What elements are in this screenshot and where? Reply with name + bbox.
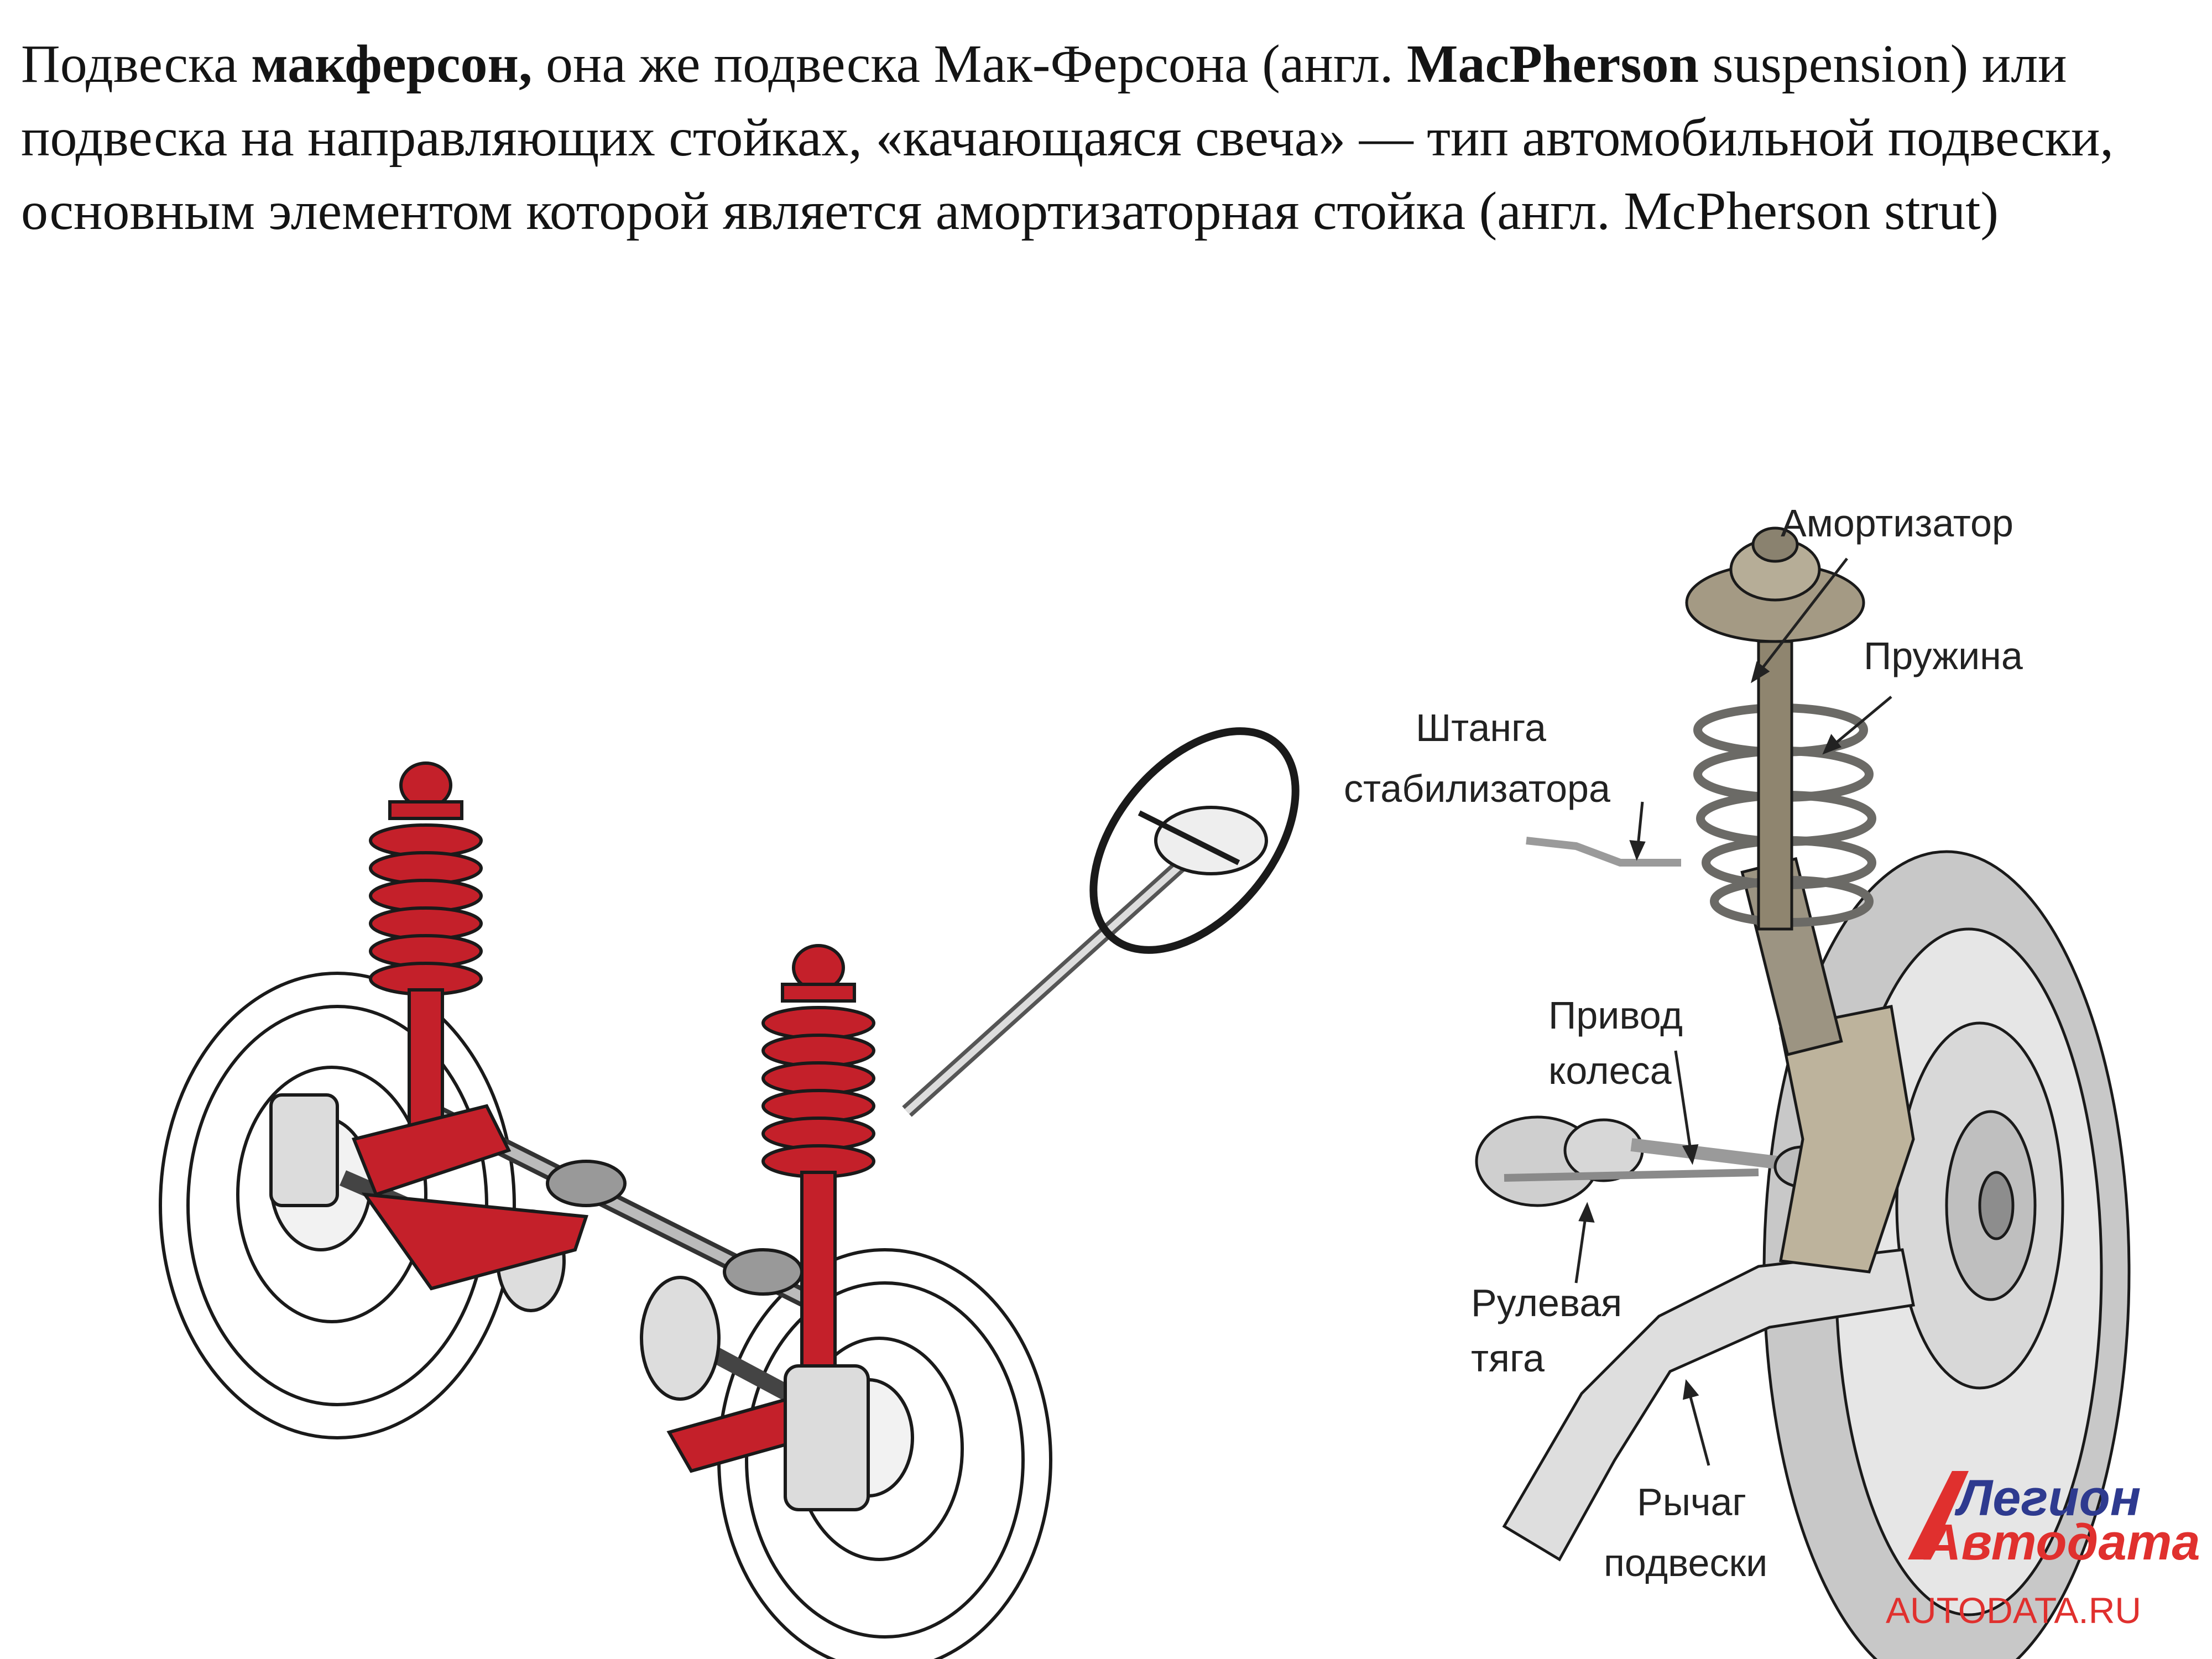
left-brake-caliper xyxy=(269,1093,339,1207)
detail-drive-shaft xyxy=(1475,1115,1859,1207)
left-strut xyxy=(351,761,589,1291)
intro-text-3: suspension) или подвеска на направляющих… xyxy=(21,34,2114,241)
label-tie-rod-line1: Рулевая xyxy=(1471,1281,1622,1324)
steering-column xyxy=(902,806,1268,1117)
intro-term-macpherson-en: MacPherson xyxy=(1407,34,1699,94)
label-stabilizer-line1: Штанга xyxy=(1416,706,1546,749)
right-strut xyxy=(666,944,875,1473)
right-brake-caliper xyxy=(784,1364,870,1511)
label-wheel-drive-line2: колеса xyxy=(1548,1049,1672,1092)
label-spring: Пружина xyxy=(1864,634,2023,677)
intro-term-macpherson-ru: макферсон, xyxy=(251,34,533,94)
watermark-autodata: Автодата xyxy=(1923,1514,2200,1571)
label-tie-rod-line2: тяга xyxy=(1471,1337,1545,1380)
label-wheel-drive-line1: Привод xyxy=(1548,994,1683,1037)
autodata-watermark: Легион Автодата AUTODATA.RU xyxy=(1886,1470,2200,1631)
detail-knuckle xyxy=(1779,1005,1915,1274)
label-shock-absorber: Амортизатор xyxy=(1781,502,2013,545)
watermark-legion: Легион xyxy=(1954,1470,2141,1526)
intro-text-1: Подвеска xyxy=(21,34,252,94)
right-wheel xyxy=(717,1248,1052,1659)
steering-wheel xyxy=(1089,727,1300,954)
intro-paragraph: Подвеска макферсон, она же подвеска Мак-… xyxy=(21,28,2189,248)
strut-detail-diagram xyxy=(1475,526,2131,1659)
autodata-logo-mark xyxy=(1908,1471,1969,1559)
watermark-autodata-url: AUTODATA.RU xyxy=(1886,1590,2141,1631)
label-stabilizer-line2: стабилизатора xyxy=(1344,767,1610,810)
label-control-arm-line2: подвески xyxy=(1604,1541,1767,1584)
detail-lower-arm xyxy=(1502,1248,1915,1562)
label-control-arm-line1: Рычаг xyxy=(1637,1480,1746,1524)
detail-stabilizer-bar xyxy=(1526,837,1681,867)
detail-tie-rod xyxy=(1504,1168,1759,1182)
intro-text-2: она же подвеска Мак-Ферсона (англ. xyxy=(532,34,1407,94)
callout-arrows xyxy=(1574,557,1892,1466)
